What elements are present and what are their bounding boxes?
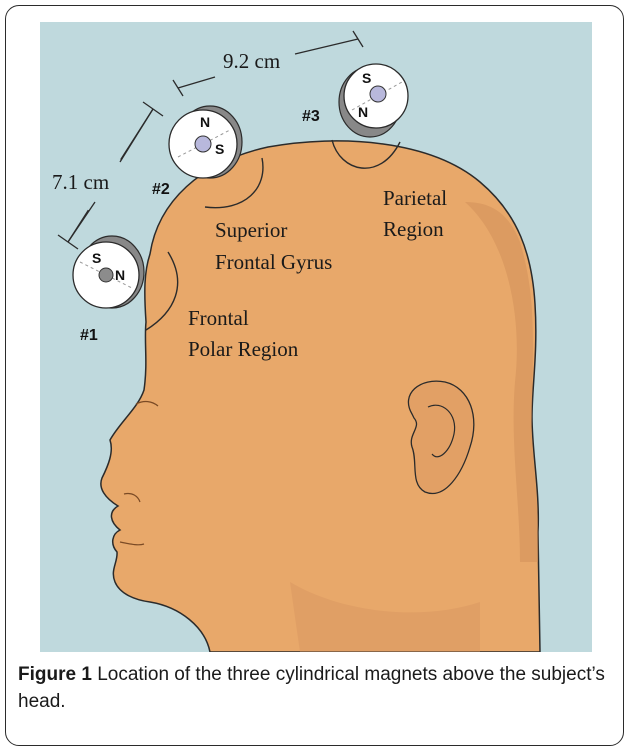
magnet-3-side-pole: N xyxy=(358,104,368,120)
parietal-label-1: Parietal xyxy=(383,186,447,210)
superior-frontal-label-2: Frontal Gyrus xyxy=(215,250,332,274)
caption-text: Location of the three cylindrical magnet… xyxy=(18,664,605,712)
superior-frontal-label-1: Superior xyxy=(215,218,287,242)
magnet-1-side-pole: N xyxy=(115,267,125,283)
magnet-1-top-pole: S xyxy=(92,250,101,266)
distance-label-1-2: 7.1 cm xyxy=(52,170,109,194)
frontal-polar-label-2: Polar Region xyxy=(188,337,299,361)
magnet-3-id: #3 xyxy=(302,108,320,125)
parietal-label-2: Region xyxy=(383,217,444,241)
distance-label-2-3: 9.2 cm xyxy=(223,49,280,73)
magnet-2-id: #2 xyxy=(152,181,170,198)
head-shape xyxy=(101,141,540,652)
caption-label: Figure 1 xyxy=(18,664,92,685)
figure-caption: Figure 1 Location of the three cylindric… xyxy=(18,661,618,715)
magnet-2-side-pole: S xyxy=(215,141,224,157)
magnet-1-id: #1 xyxy=(80,327,98,344)
head-illustration: Frontal Polar Region Superior Frontal Gy… xyxy=(40,22,592,652)
magnet-3-top-pole: S xyxy=(362,70,371,86)
frontal-polar-label-1: Frontal xyxy=(188,306,249,330)
magnet-2-top-pole: N xyxy=(200,114,210,130)
